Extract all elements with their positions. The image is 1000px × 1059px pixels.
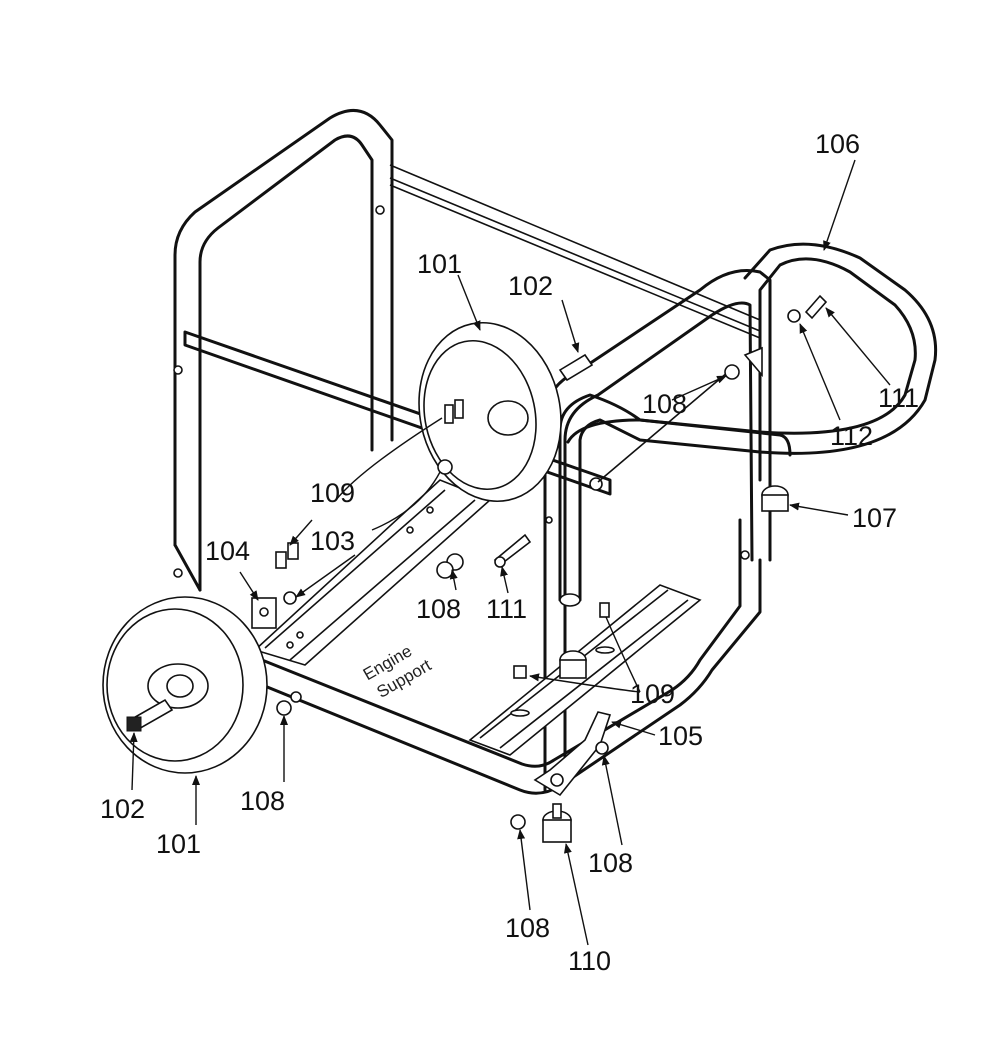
leader-106 <box>823 159 856 251</box>
rear-wheel <box>418 321 594 503</box>
callout-102-top: 102 <box>508 271 553 301</box>
callout-101-top: 101 <box>417 249 462 279</box>
leader-110 <box>564 843 589 946</box>
engine-support-note: Engine Support <box>360 641 435 701</box>
callout-104: 104 <box>205 536 250 566</box>
leader-103-b <box>295 554 356 598</box>
front-wheel <box>102 596 268 774</box>
callout-110: 110 <box>568 946 611 976</box>
leader-lines <box>129 159 891 946</box>
leader-112 <box>799 323 841 421</box>
leader-109-right-b <box>605 616 641 693</box>
callout-109-right: 109 <box>630 679 675 709</box>
callout-108-mid: 108 <box>642 389 687 419</box>
callout-107: 107 <box>852 503 897 533</box>
leader-111-center <box>500 566 509 594</box>
callout-108-right: 108 <box>588 848 633 878</box>
callouts: 106 101 102 111 112 108 107 109 103 104 … <box>100 129 919 976</box>
leader-101-top <box>457 274 481 331</box>
callout-103: 103 <box>310 526 355 556</box>
callout-102-bottom: 102 <box>100 794 145 824</box>
frame <box>173 109 938 795</box>
callout-108-left: 108 <box>240 786 285 816</box>
callout-111-center: 111 <box>486 594 527 624</box>
callout-111-right: 111 <box>878 383 919 413</box>
leader-109-right <box>529 673 641 693</box>
leader-104 <box>239 571 259 601</box>
callout-101-bottom: 101 <box>156 829 201 859</box>
callout-109-left: 109 <box>310 478 355 508</box>
leader-109-left-b <box>289 519 313 546</box>
hardware <box>173 205 828 843</box>
callout-108-center: 108 <box>416 594 461 624</box>
leader-108-center <box>449 569 458 591</box>
leader-102-bottom <box>129 732 138 791</box>
callout-108-bottom: 108 <box>505 913 550 943</box>
leader-103 <box>371 471 441 531</box>
leader-102-top <box>561 299 580 353</box>
leader-107 <box>789 502 849 516</box>
leader-105 <box>611 720 656 736</box>
leader-108-right <box>601 755 623 846</box>
leader-111-right <box>825 307 891 386</box>
leader-109-left <box>335 417 443 501</box>
leader-108-mid <box>671 375 727 401</box>
callout-106: 106 <box>815 129 860 159</box>
callout-112: 112 <box>830 421 873 451</box>
callout-105: 105 <box>658 721 703 751</box>
leader-108-bottom <box>517 829 531 911</box>
